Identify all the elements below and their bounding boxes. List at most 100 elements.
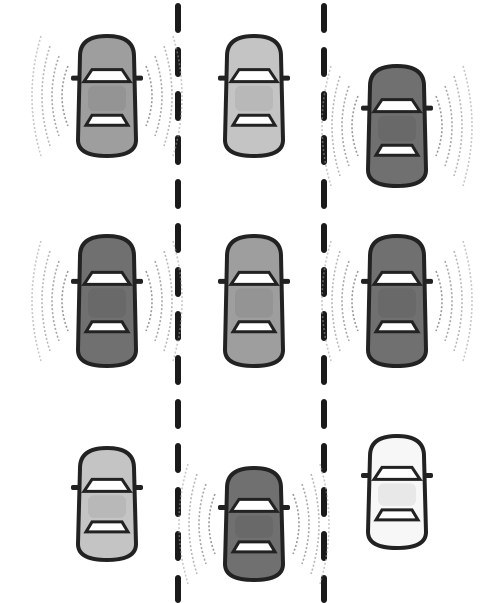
signal-wave-arc: [444, 260, 453, 342]
car-roof: [88, 495, 126, 518]
car-rear-window: [230, 540, 278, 554]
car-mirror-left: [361, 105, 371, 111]
car-mirror-left: [71, 484, 81, 490]
car-rear-window: [230, 320, 278, 334]
car-rear-window: [230, 113, 278, 127]
car-rear-window: [373, 508, 421, 522]
car-icon-9: [361, 434, 433, 550]
car-windshield: [228, 497, 280, 513]
signal-wave-arc: [321, 240, 332, 362]
car-windshield: [371, 465, 423, 481]
car-mirror-right: [280, 278, 290, 284]
signal-wave-arc: [351, 95, 359, 157]
lane-dividers: [175, 3, 327, 603]
signal-wave-arc: [208, 493, 216, 555]
signal-wave-arc: [301, 483, 310, 565]
signal-wave-arc: [351, 270, 359, 332]
car-windshield: [81, 477, 133, 493]
car-icon-3: [361, 64, 433, 188]
car-roof: [235, 85, 273, 112]
car-windshield: [228, 68, 280, 84]
signal-wave-arc: [331, 75, 341, 177]
signal-wave-arc: [163, 250, 173, 352]
signal-wave-arc: [154, 260, 163, 342]
signal-wave-arc: [321, 65, 332, 187]
signal-wave-arc: [453, 75, 463, 177]
signal-wave-arc: [31, 35, 42, 157]
signal-wave-arc: [154, 55, 163, 137]
car-mirror-right: [280, 75, 290, 81]
signal-waves-car-4: [31, 240, 183, 362]
signal-wave-arc: [31, 240, 42, 362]
car-icon-2: [218, 34, 290, 158]
car-body: [76, 234, 138, 368]
car-body: [223, 234, 285, 368]
car-windshield: [371, 270, 423, 286]
car-mirror-left: [361, 278, 371, 284]
car-roof: [378, 483, 416, 506]
car-mirror-left: [71, 75, 81, 81]
car-body: [366, 234, 428, 368]
car-icon-8: [218, 466, 290, 582]
signal-wave-arc: [453, 250, 463, 352]
signal-waves: [31, 35, 473, 585]
signal-wave-arc: [292, 493, 300, 555]
car-roof: [88, 288, 126, 318]
signal-wave-arc: [462, 65, 473, 187]
car-windshield: [81, 270, 133, 286]
signal-wave-arc: [435, 95, 443, 157]
signal-wave-arc: [188, 473, 198, 575]
car-roof: [378, 115, 416, 142]
signal-wave-arc: [319, 463, 330, 585]
car-mirror-left: [218, 75, 228, 81]
car-icon-1: [71, 34, 143, 158]
car-rear-window: [83, 113, 131, 127]
signal-wave-arc: [444, 85, 453, 167]
car-windshield: [228, 270, 280, 286]
signal-wave-arc: [462, 240, 473, 362]
car-rear-window: [83, 320, 131, 334]
signal-wave-arc: [145, 65, 153, 127]
cars: [71, 34, 433, 582]
signal-waves-car-1: [31, 35, 183, 157]
signal-wave-arc: [61, 270, 69, 332]
signal-wave-arc: [51, 260, 60, 342]
signal-wave-arc: [163, 45, 173, 147]
signal-wave-arc: [61, 65, 69, 127]
car-roof: [235, 288, 273, 318]
signal-wave-arc: [310, 473, 320, 575]
signal-wave-arc: [341, 85, 350, 167]
car-mirror-left: [218, 278, 228, 284]
signal-wave-arc: [331, 250, 341, 352]
signal-waves-car-6: [321, 240, 473, 362]
signal-wave-arc: [145, 270, 153, 332]
signal-wave-arc: [172, 35, 183, 157]
car-mirror-left: [361, 472, 371, 478]
car-windshield: [81, 68, 133, 84]
car-mirror-right: [133, 75, 143, 81]
signal-wave-arc: [435, 270, 443, 332]
signal-wave-arc: [41, 250, 51, 352]
car-icon-5: [218, 234, 290, 368]
car-mirror-left: [218, 504, 228, 510]
car-mirror-right: [423, 278, 433, 284]
signal-wave-arc: [41, 45, 51, 147]
signal-wave-arc: [51, 55, 60, 137]
car-roof: [378, 288, 416, 318]
car-mirror-right: [423, 472, 433, 478]
signal-waves-car-3: [321, 65, 473, 187]
signal-wave-arc: [172, 240, 183, 362]
car-mirror-right: [280, 504, 290, 510]
car-rear-window: [373, 320, 421, 334]
car-rear-window: [83, 520, 131, 534]
car-windshield: [371, 98, 423, 114]
car-rear-window: [373, 143, 421, 157]
car-icon-6: [361, 234, 433, 368]
signal-wave-arc: [341, 260, 350, 342]
car-mirror-right: [133, 278, 143, 284]
signal-waves-car-8: [178, 463, 330, 585]
car-roof: [235, 515, 273, 538]
car-icon-4: [71, 234, 143, 368]
